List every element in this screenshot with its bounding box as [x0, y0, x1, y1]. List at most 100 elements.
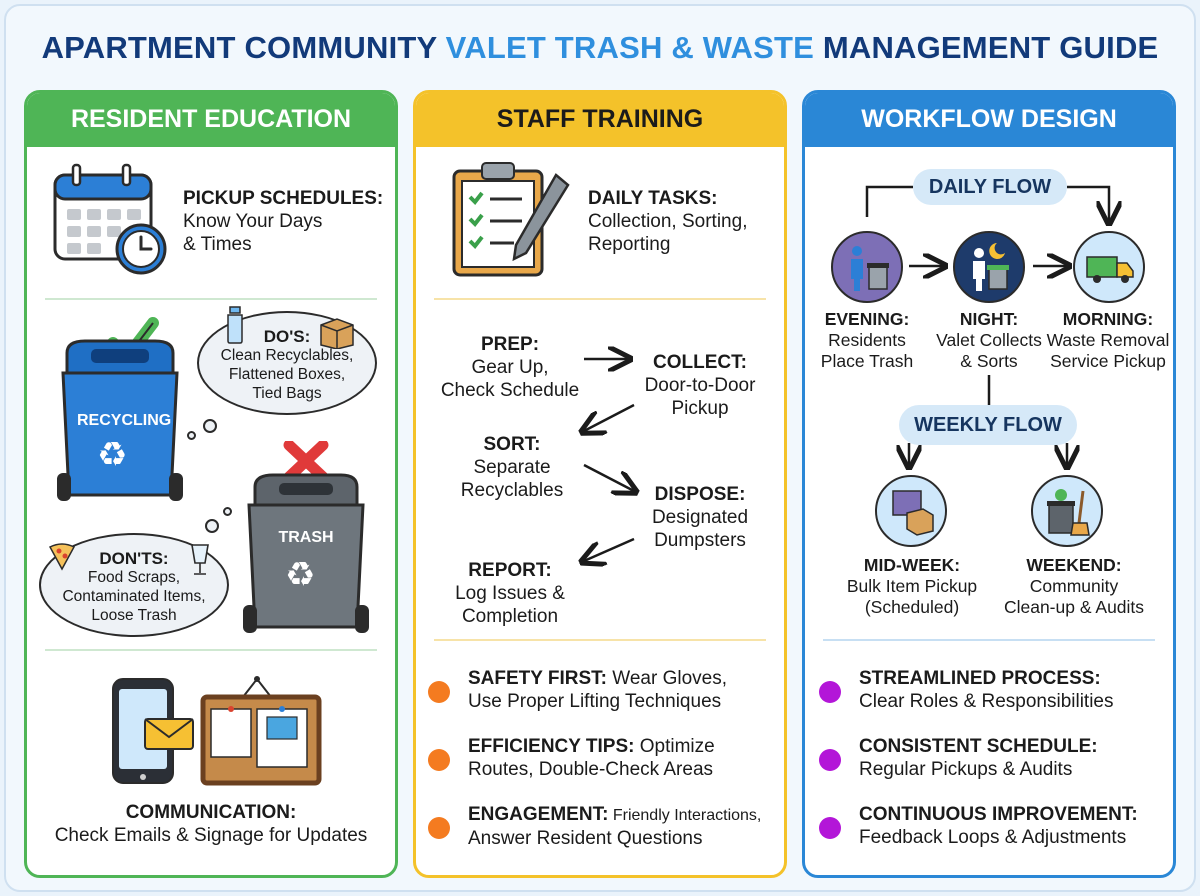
daily-flow-pill: DAILY FLOW [913, 169, 1067, 205]
midweek-line1: Bulk Item Pickup [846, 576, 978, 596]
tip-safety: SAFETY FIRST: Wear Gloves, Use Proper Li… [468, 667, 727, 713]
calendar-clock-icon [53, 163, 167, 275]
weekend-line1: Community [1029, 576, 1119, 596]
tip-bullet-dot [428, 681, 450, 703]
midweek-line2: (Scheduled) [864, 597, 960, 617]
workflow-design-panel: WORKFLOW DESIGN DAILY FLOW EVENING: Resi… [802, 90, 1176, 878]
bubble-tail-dot [203, 419, 217, 433]
divider [434, 639, 766, 641]
evening-line2: Place Trash [820, 351, 914, 371]
step-prep-title: PREP: [480, 334, 540, 355]
evening-title: EVENING: [824, 309, 910, 329]
daily-tasks-block: DAILY TASKS: Collection, Sorting, Report… [588, 187, 747, 256]
arrow-collect-to-sort [584, 403, 635, 431]
communication-title: COMMUNICATION: [125, 802, 297, 823]
step-dispose-title: DISPOSE: [654, 484, 746, 505]
daily-tasks-line1: Collection, Sorting, [588, 211, 748, 232]
point-bullet-dot [819, 749, 841, 771]
tip-efficiency-text: Optimize [634, 736, 715, 757]
process-arrows [416, 93, 784, 653]
step-sort-line1: Separate [473, 457, 551, 478]
staff-training-panel: STAFF TRAINING DAILY TASKS: Collection, … [413, 90, 787, 878]
step-collect-line1: Door-to-Door [644, 375, 756, 396]
tip-engagement-text: Friendly Interactions, [608, 807, 762, 824]
tip-efficiency-title: EFFICIENCY TIPS: [468, 736, 635, 757]
step-sort-line2: Recyclables [460, 480, 564, 501]
step-dispose-line1: Designated [651, 507, 749, 528]
step-prep-line2: Check Schedule [440, 380, 580, 401]
step-prep: PREP: Gear Up, Check Schedule [440, 333, 580, 402]
step-prep-line1: Gear Up, [471, 357, 549, 378]
point-continuous-title: CONTINUOUS IMPROVEMENT: [859, 804, 1138, 825]
trash-bin-label: TRASH [278, 529, 334, 546]
cleanup-icon [1031, 475, 1103, 547]
tip-efficiency: EFFICIENCY TIPS: Optimize Routes, Double… [468, 735, 715, 781]
point-continuous-text: Feedback Loops & Adjustments [859, 827, 1127, 848]
trash-bin-icon [243, 441, 369, 633]
arrow-dispose-to-report [584, 537, 635, 561]
phone-bulletin-board-icon [112, 676, 322, 786]
point-bullet-dot [819, 681, 841, 703]
daily-tasks-title: DAILY TASKS: [588, 188, 718, 209]
resident-education-panel: RESIDENT EDUCATION PICKUP SCHEDULES: Kno… [24, 90, 398, 878]
workflow-design-heading: WORKFLOW DESIGN [805, 93, 1173, 147]
recycling-bin-label: RECYCLING [77, 412, 172, 429]
morning-block: MORNING: Waste Removal Service Pickup [1043, 309, 1173, 372]
point-consistent: CONSISTENT SCHEDULE: Regular Pickups & A… [859, 735, 1098, 781]
recycling-bin-icon [57, 317, 183, 501]
morning-line1: Waste Removal [1046, 330, 1170, 350]
dos-line2: Flattened Boxes, [228, 366, 346, 383]
weekend-line2: Clean-up & Audits [1003, 597, 1145, 617]
step-sort-title: SORT: [483, 434, 541, 455]
morning-title: MORNING: [1062, 309, 1154, 329]
cardboard-box-icon [320, 318, 354, 349]
step-collect-title: COLLECT: [653, 352, 747, 373]
tip-efficiency-line2: Routes, Double-Check Areas [468, 759, 714, 780]
bulk-item-icon [875, 475, 947, 547]
page-title: APARTMENT COMMUNITY VALET TRASH & WASTE … [41, 30, 1159, 65]
point-consistent-text: Regular Pickups & Audits [859, 759, 1073, 780]
step-sort: SORT: Separate Recyclables [442, 433, 582, 502]
evening-icon [831, 231, 903, 303]
weekend-block: WEEKEND: Community Clean-up & Audits [989, 555, 1159, 618]
weekend-title: WEEKEND: [1026, 555, 1122, 575]
point-bullet-dot [819, 817, 841, 839]
divider [45, 649, 377, 651]
point-streamlined: STREAMLINED PROCESS: Clear Roles & Respo… [859, 667, 1114, 713]
tip-engagement: ENGAGEMENT: Friendly Interactions, Answe… [468, 803, 761, 850]
staff-training-heading: STAFF TRAINING [416, 93, 784, 147]
dos-thought-bubble: DO'S: Clean Recyclables, Flattened Boxes… [197, 311, 377, 415]
dos-line1: Clean Recyclables, [220, 347, 354, 364]
pickup-schedules-block: PICKUP SCHEDULES: Know Your Days & Times [183, 187, 383, 256]
divider [434, 298, 766, 300]
recycle-symbol-icon: ♻ [285, 556, 316, 594]
donts-line1: Food Scraps, [87, 569, 181, 586]
evening-line1: Residents [828, 330, 906, 350]
donts-line2: Contaminated Items, [62, 588, 206, 605]
clipboard-checklist-icon [452, 162, 570, 277]
pickup-schedules-line1: Know Your Days [183, 211, 323, 232]
night-block: NIGHT: Valet Collects & Sorts [923, 309, 1055, 372]
pizza-slice-icon [48, 543, 76, 571]
step-report: REPORT: Log Issues & Completion [440, 559, 580, 628]
night-line2: & Sorts [960, 351, 1018, 371]
tip-safety-line2: Use Proper Lifting Techniques [468, 691, 722, 712]
pickup-schedules-title: PICKUP SCHEDULES: [183, 188, 384, 209]
donts-line3: Loose Trash [91, 607, 177, 624]
bubble-tail-dot [205, 519, 219, 533]
tip-safety-title: SAFETY FIRST: [468, 668, 607, 689]
daily-flow-right-arrow [1067, 185, 1109, 221]
resident-education-heading: RESIDENT EDUCATION [27, 93, 395, 147]
midweek-title: MID-WEEK: [863, 555, 961, 575]
point-continuous: CONTINUOUS IMPROVEMENT: Feedback Loops &… [859, 803, 1138, 849]
recycle-symbol-icon: ♻ [97, 436, 128, 474]
point-streamlined-text: Clear Roles & Responsibilities [859, 691, 1114, 712]
bottle-icon [227, 306, 243, 344]
daily-tasks-line2: Reporting [588, 234, 671, 255]
step-dispose: DISPOSE: Designated Dumpsters [630, 483, 770, 552]
truck-icon [1073, 231, 1145, 303]
donts-title: DON'TS: [99, 549, 169, 568]
tip-engagement-line2: Answer Resident Questions [468, 828, 703, 849]
workflow-connectors [865, 185, 1173, 493]
arrow-sort-to-dispose [583, 463, 634, 491]
